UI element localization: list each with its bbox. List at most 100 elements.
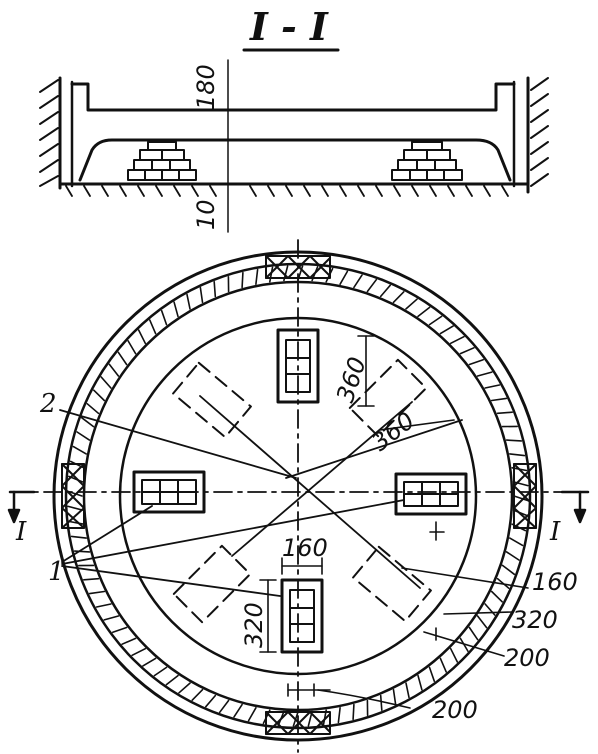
brick-tick bbox=[339, 270, 349, 286]
brick-tick bbox=[484, 384, 501, 389]
brick-tick bbox=[112, 626, 128, 634]
section-title-text: I - I bbox=[249, 4, 329, 49]
ground-ticks bbox=[65, 185, 509, 197]
brick-tick bbox=[459, 346, 475, 355]
brick-tick bbox=[496, 411, 514, 415]
brick-tick bbox=[86, 402, 100, 415]
brick-tick bbox=[490, 590, 504, 603]
brick-tick bbox=[428, 315, 443, 326]
brick-tick bbox=[505, 439, 523, 442]
brick-tick bbox=[352, 703, 355, 721]
brick-tick bbox=[501, 564, 516, 576]
dim-320-right: 320 bbox=[512, 606, 558, 634]
brick-tick bbox=[100, 376, 112, 389]
inner-basin bbox=[78, 138, 512, 182]
brick-tick bbox=[153, 666, 168, 677]
brick-tick bbox=[439, 325, 454, 335]
brick-tick bbox=[173, 301, 179, 318]
brick-tick bbox=[73, 550, 91, 553]
dashed-block-upper-right bbox=[348, 358, 428, 438]
brick-tick bbox=[76, 431, 91, 441]
brick-tick bbox=[70, 535, 87, 539]
plan-view bbox=[7, 239, 590, 753]
brick-tick bbox=[508, 537, 524, 547]
brick-tick bbox=[117, 351, 128, 366]
brick-tick bbox=[428, 666, 436, 683]
brick-tick bbox=[449, 335, 465, 345]
right-brick-pile bbox=[391, 141, 463, 181]
brick-tick bbox=[476, 615, 488, 629]
dashed-block-lower-right bbox=[352, 545, 432, 623]
left-brick-pile bbox=[127, 141, 197, 181]
brick-tick bbox=[268, 266, 274, 283]
brick-tick bbox=[160, 309, 168, 326]
brick-tick bbox=[241, 271, 244, 289]
callout-2-label: 2 bbox=[39, 389, 57, 419]
brick-tick bbox=[103, 615, 120, 621]
brick-tick bbox=[137, 329, 147, 345]
left-soil-hatch bbox=[39, 79, 59, 187]
section-title: I - I bbox=[242, 4, 340, 52]
callout-1-label: 1 bbox=[48, 557, 65, 587]
brick-tick bbox=[165, 674, 179, 686]
brick-tick bbox=[417, 674, 423, 691]
brick-tick bbox=[490, 397, 508, 402]
brick-tick bbox=[88, 590, 106, 595]
diagonal-right bbox=[285, 419, 463, 479]
brick-tick bbox=[72, 445, 87, 455]
brick-tick bbox=[405, 682, 410, 699]
brick-tick bbox=[149, 319, 157, 335]
brick-tick bbox=[83, 577, 100, 581]
brick-tick bbox=[379, 284, 392, 298]
brick-tick bbox=[247, 706, 257, 722]
brick-tick bbox=[95, 603, 112, 608]
section-view: 180 10 bbox=[39, 59, 549, 233]
brick-tick bbox=[379, 694, 383, 712]
block-bottom bbox=[280, 578, 324, 654]
brick-tick bbox=[80, 416, 95, 428]
brick-tick bbox=[213, 280, 217, 298]
brick-tick bbox=[131, 647, 147, 657]
brick-tick bbox=[108, 363, 120, 377]
block-left bbox=[132, 470, 206, 514]
diagonal-leader-2 bbox=[59, 409, 297, 479]
crosshatch-right bbox=[513, 463, 537, 529]
dim-320-left: 320 bbox=[240, 602, 268, 648]
top-slab bbox=[70, 82, 516, 112]
brick-tick bbox=[233, 703, 243, 718]
right-soil-hatch bbox=[530, 77, 549, 187]
brick-tick bbox=[476, 371, 493, 377]
brick-tick bbox=[337, 706, 341, 724]
brick-tick bbox=[439, 657, 448, 673]
dim-180-label: 180 bbox=[192, 64, 220, 110]
dim-10-label: 10 bbox=[192, 199, 220, 230]
brick-tick bbox=[392, 290, 405, 304]
brick-tick bbox=[121, 637, 137, 646]
brick-tick bbox=[199, 286, 204, 304]
callout-leaders bbox=[61, 499, 405, 597]
brick-tick bbox=[127, 340, 137, 355]
diagonal-se bbox=[199, 395, 421, 589]
brick-tick bbox=[405, 298, 418, 310]
brick-tick bbox=[205, 694, 217, 708]
brick-tick bbox=[67, 505, 84, 511]
plan-dimension-lines bbox=[259, 335, 529, 709]
brick-tick bbox=[366, 278, 378, 293]
dim-160-right: 160 bbox=[532, 568, 578, 596]
brick-tick bbox=[449, 647, 459, 663]
brick-tick bbox=[512, 481, 529, 487]
brick-tick bbox=[218, 699, 230, 714]
brick-tick bbox=[468, 358, 485, 366]
block-top bbox=[276, 328, 320, 404]
brick-tick bbox=[142, 657, 157, 667]
brick-tick bbox=[505, 551, 520, 561]
brick-tick bbox=[178, 682, 191, 694]
dim-160-top: 160 bbox=[282, 534, 328, 562]
brick-tick bbox=[508, 453, 526, 457]
brick-tick bbox=[417, 306, 431, 318]
crosshatch-left bbox=[61, 463, 85, 529]
section-marker-left bbox=[7, 490, 36, 524]
dashed-block-lower-left bbox=[172, 544, 252, 624]
diagonal-ne bbox=[231, 401, 413, 557]
